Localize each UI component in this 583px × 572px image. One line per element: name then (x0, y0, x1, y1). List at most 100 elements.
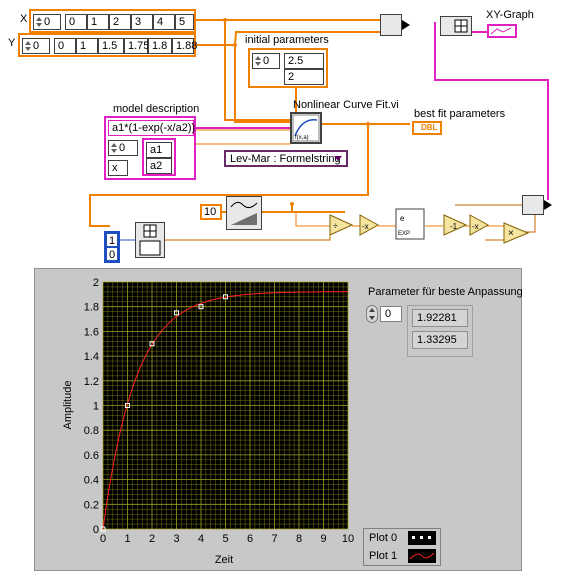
param-value-cell: 1.92281 (412, 309, 468, 327)
y-tick-label: 1.2 (84, 376, 99, 388)
bool-cell[interactable]: 1 (106, 233, 118, 247)
y-array-cell[interactable]: 1.88 (172, 38, 197, 54)
y-axis-label: Amplitude (62, 381, 74, 430)
y-array-cell[interactable]: 1.5 (98, 38, 124, 54)
model-param-cell[interactable]: a2 (146, 158, 172, 174)
math-chain: ÷ -x e EXP -1 -x × (329, 208, 530, 244)
const-10[interactable]: 10 (200, 204, 222, 220)
svg-text:e: e (400, 214, 405, 223)
grid (102, 281, 349, 530)
legend-label-plot-0: Plot 0 (369, 532, 398, 544)
x-tick-label: 0 (100, 533, 106, 545)
x-axis-label: Zeit (215, 554, 233, 566)
param-array-frame: 1.92281 1.33295 (407, 305, 473, 357)
curve-fit-icon: f(x,a) (292, 114, 320, 142)
legend-swatch-plot-1[interactable] (408, 549, 436, 563)
y-tick-label: 1.8 (84, 302, 99, 314)
x-array-cell[interactable]: 5 (175, 14, 194, 30)
svg-text:-x: -x (472, 222, 479, 231)
data-point (125, 403, 130, 408)
y-tick-label: 0 (93, 524, 99, 536)
x-tick-label: 5 (222, 533, 228, 545)
x-array-cell[interactable]: 0 (65, 14, 87, 30)
x-array-cell[interactable]: 3 (131, 14, 153, 30)
svg-text:÷: ÷ (333, 221, 338, 231)
line-sample-icon (409, 552, 435, 560)
nlcf-vi-node[interactable]: f(x,a) (290, 112, 322, 144)
svg-text:EXP: EXP (398, 231, 410, 237)
model-param-cell[interactable]: a1 (146, 142, 172, 158)
xy-graph-terminal[interactable] (487, 24, 517, 38)
x-array-index[interactable]: 0 (33, 14, 61, 30)
x-array-cell[interactable]: 4 (153, 14, 175, 30)
x-tick-label: 6 (247, 533, 253, 545)
bool-cell[interactable]: 0 (106, 247, 118, 261)
initial-params-control[interactable]: 0 2.5 2 (248, 48, 328, 88)
method-ring-text: Lev-Mar : Formelstring (230, 153, 341, 165)
y-array-label: Y (8, 37, 16, 49)
y-array-cell[interactable]: 1 (76, 38, 98, 54)
bundle-node-top[interactable] (380, 14, 402, 36)
svg-text:×: × (508, 228, 514, 239)
x-array-control[interactable]: 0 0 1 2 3 4 5 (29, 9, 196, 33)
x-array-cell[interactable]: 2 (109, 14, 131, 30)
y-array-cell[interactable]: 0 (54, 38, 76, 54)
ramp-icon (230, 201, 258, 225)
data-points (100, 294, 228, 532)
initial-params-cell[interactable]: 2 (284, 69, 324, 85)
plot-legend[interactable]: Plot 0 Plot 1 (363, 528, 441, 566)
y-tick-label: 1.4 (84, 351, 99, 363)
build-array-icon (454, 19, 468, 33)
model-formula-field[interactable]: a1*(1-exp(-x/a2)) (108, 120, 195, 136)
svg-text:-x: -x (362, 222, 369, 231)
param-index-stepper[interactable]: 0 (366, 305, 402, 323)
data-point (174, 310, 179, 316)
best-fit-indicator[interactable]: DBL (412, 121, 442, 135)
model-desc-cluster[interactable]: a1*(1-exp(-x/a2)) 0 a1 a2 x (104, 116, 196, 180)
method-ring[interactable]: Lev-Mar : Formelstring (224, 150, 348, 167)
data-point (198, 304, 204, 310)
data-point (223, 294, 228, 300)
y-array-cell[interactable]: 1.75 (124, 38, 149, 54)
ramp-pattern-node[interactable] (226, 196, 262, 230)
x-tick-label: 9 (320, 533, 326, 545)
param-array-label: Parameter für beste Anpassung (368, 286, 523, 298)
initial-params-label: initial parameters (245, 34, 329, 46)
index-array-node[interactable] (135, 222, 165, 258)
y-array-cell[interactable]: 1.8 (148, 38, 172, 54)
initial-params-cell[interactable]: 2.5 (284, 53, 324, 69)
bool-array[interactable]: 1 0 (104, 231, 120, 263)
y-tick-label: 0.6 (84, 450, 99, 462)
data-point (100, 526, 106, 532)
legend-label-plot-1: Plot 1 (369, 550, 398, 562)
x-array-cell[interactable]: 1 (87, 14, 109, 30)
stepper-arrows[interactable] (366, 305, 378, 323)
param-index-field[interactable]: 0 (380, 306, 402, 322)
model-index[interactable]: 0 (108, 140, 138, 156)
model-params-array: a1 a2 (142, 138, 176, 176)
chevron-up-icon (369, 308, 375, 312)
bundle-node-right[interactable] (522, 195, 544, 215)
const-10-text: 10 (204, 206, 217, 218)
index-array-icon (139, 224, 161, 256)
x-tick-label: 7 (271, 533, 277, 545)
y-tick-label: 1.6 (84, 326, 99, 338)
legend-swatch-plot-0[interactable] (408, 531, 436, 545)
svg-text:f(x,a): f(x,a) (295, 135, 309, 141)
y-array-index[interactable]: 0 (22, 38, 50, 54)
best-fit-label: best fit parameters (414, 108, 506, 120)
best-fit-type: DBL (421, 123, 438, 132)
y-tick-label: 0.8 (84, 425, 99, 437)
model-var-field[interactable]: x (108, 160, 128, 176)
initial-params-index[interactable]: 0 (252, 53, 280, 69)
param-value-cell: 1.33295 (412, 331, 468, 349)
arrow-right-icon (544, 200, 552, 210)
build-array-node[interactable] (440, 16, 472, 36)
y-array-control[interactable]: 0 0 1 1.5 1.75 1.8 1.88 (18, 33, 197, 57)
data-point (149, 341, 155, 347)
x-tick-label: 10 (342, 533, 354, 545)
xy-graph-label: XY-Graph (486, 9, 534, 21)
point-marker-icon (412, 536, 431, 539)
svg-text:-1: -1 (450, 222, 458, 231)
